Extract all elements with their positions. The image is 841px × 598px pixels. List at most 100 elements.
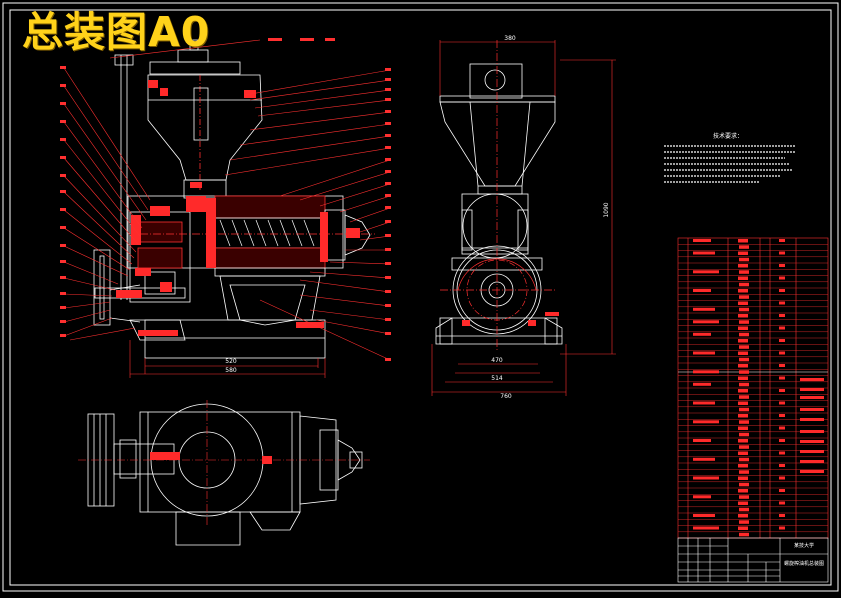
parts-material-mark [739, 507, 749, 512]
front-leader-tags-left [60, 66, 66, 337]
parts-qty-mark [779, 489, 785, 492]
parts-qty-mark [779, 476, 785, 480]
parts-qty-mark [779, 364, 785, 367]
parts-material-mark [738, 301, 748, 305]
side-dim-top-width: 380 [504, 35, 516, 42]
parts-name-mark [693, 251, 715, 255]
front-leader-tags-right [268, 38, 391, 361]
parts-material-mark [739, 245, 749, 249]
parts-name-mark [693, 457, 715, 461]
parts-material-mark [739, 295, 749, 299]
tech-requirements-heading: 技术要求： [713, 132, 743, 140]
parts-qty-mark [779, 501, 785, 505]
side-dim-height: 1090 [603, 202, 610, 217]
parts-material-mark [739, 532, 749, 537]
parts-material-mark [738, 464, 748, 468]
parts-material-mark [739, 495, 749, 499]
parts-material-mark [738, 239, 748, 243]
parts-name-mark [693, 307, 715, 311]
parts-material-mark [739, 332, 749, 337]
parts-material-mark [738, 351, 748, 355]
parts-qty-mark [779, 326, 785, 330]
title-block-school: 某技大学 [794, 542, 814, 549]
front-section-view [93, 39, 375, 359]
parts-material-mark [739, 270, 749, 274]
parts-qty-mark [779, 376, 785, 380]
parts-list-marks [693, 239, 824, 537]
parts-material-mark [738, 339, 748, 343]
parts-note-mark [800, 470, 824, 473]
parts-material-mark [739, 482, 749, 487]
side-view [435, 63, 563, 345]
tech-requirements-lines [664, 145, 795, 183]
side-dim-base-inner: 470 [491, 357, 503, 364]
parts-name-mark [693, 514, 715, 517]
parts-material-mark [739, 432, 749, 437]
parts-qty-mark [779, 401, 785, 405]
parts-material-mark [739, 457, 749, 462]
parts-qty-mark [779, 464, 785, 467]
parts-material-mark [738, 264, 748, 268]
parts-note-mark [800, 388, 824, 391]
side-view-hatch [462, 312, 559, 326]
parts-material-mark [739, 445, 749, 449]
parts-qty-mark [779, 276, 785, 280]
parts-name-mark [693, 526, 719, 530]
parts-name-mark [693, 476, 719, 480]
parts-name-mark [693, 439, 711, 442]
sheet-title-overlay: 总装图A0 [22, 8, 211, 56]
parts-qty-mark [779, 301, 785, 305]
parts-material-mark [738, 364, 748, 368]
side-dim-base-overall: 760 [500, 393, 512, 400]
parts-material-mark [738, 451, 748, 455]
parts-note-mark [800, 418, 824, 421]
front-dim-overall-width: 580 [225, 367, 237, 374]
parts-material-mark [739, 282, 749, 287]
parts-note-mark [800, 440, 824, 443]
parts-material-mark [738, 401, 748, 405]
parts-name-mark [693, 332, 711, 336]
parts-name-mark [693, 382, 711, 386]
parts-material-mark [739, 395, 749, 399]
top-view-centerlines [78, 400, 370, 525]
parts-material-mark [739, 345, 749, 349]
parts-name-mark [693, 370, 719, 374]
parts-material-mark [738, 251, 748, 255]
parts-note-mark [800, 460, 824, 463]
parts-material-mark [738, 276, 748, 280]
side-dimension-lines [431, 40, 616, 396]
parts-note-mark [800, 396, 824, 399]
side-view-accents [440, 40, 556, 350]
parts-qty-mark [779, 451, 785, 455]
front-leader-lines-right [109, 39, 391, 361]
side-dim-base-middle: 514 [491, 375, 503, 382]
front-dimension-lines [129, 340, 326, 378]
parts-qty-mark [779, 289, 785, 292]
parts-material-mark [738, 376, 748, 380]
parts-name-mark [693, 495, 711, 499]
title-block-drawing-name: 螺旋榨油机总装图 [784, 560, 824, 567]
parts-material-mark [739, 520, 749, 524]
parts-material-mark [739, 257, 749, 262]
parts-note-mark [800, 378, 824, 381]
parts-qty-mark [779, 414, 785, 417]
top-view-hatch [150, 452, 272, 464]
parts-material-mark [739, 307, 749, 312]
parts-material-mark [738, 414, 748, 418]
parts-material-mark [738, 476, 748, 480]
parts-note-mark [800, 450, 824, 453]
front-dim-inner-width: 520 [225, 358, 237, 365]
parts-qty-mark [779, 426, 785, 430]
parts-note-mark [800, 430, 824, 433]
parts-note-mark [800, 408, 824, 411]
parts-material-mark [738, 489, 748, 493]
parts-material-mark [738, 514, 748, 518]
parts-material-mark [738, 314, 748, 318]
parts-material-mark [739, 420, 749, 424]
parts-qty-mark [779, 239, 785, 242]
parts-material-mark [739, 407, 749, 412]
parts-material-mark [738, 389, 748, 393]
parts-material-mark [739, 370, 749, 374]
title-block [677, 537, 829, 583]
